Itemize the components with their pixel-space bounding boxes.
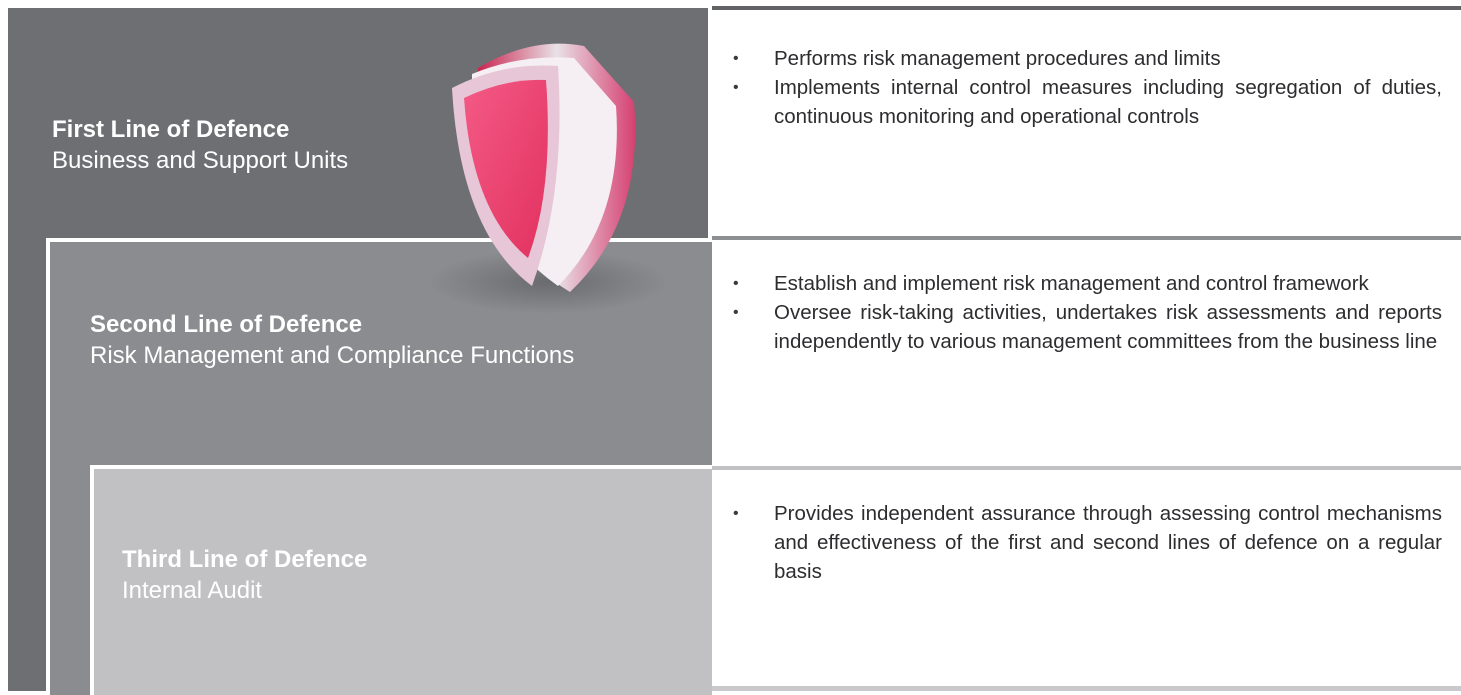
third-line-bullets: Provides independent assurance through a… bbox=[730, 499, 1442, 586]
bottom-divider bbox=[712, 686, 1461, 691]
first-line-title: First Line of Defence bbox=[52, 116, 290, 143]
third-line-divider bbox=[712, 466, 1461, 470]
shield-icon bbox=[428, 43, 668, 314]
bullet-item: Implements internal control measures inc… bbox=[730, 73, 1442, 131]
first-line-divider bbox=[712, 6, 1461, 10]
second-line-divider bbox=[712, 236, 1461, 240]
second-line-bullets: Establish and implement risk management … bbox=[730, 269, 1442, 356]
third-line-block bbox=[90, 465, 712, 695]
first-line-label: First Line of Defence Business and Suppo… bbox=[52, 114, 348, 176]
second-line-title: Second Line of Defence bbox=[90, 311, 363, 338]
bullet-item: Provides independent assurance through a… bbox=[730, 499, 1442, 586]
second-line-label: Second Line of Defence Risk Management a… bbox=[90, 309, 574, 371]
third-line-label: Third Line of Defence Internal Audit bbox=[122, 544, 367, 606]
bullet-item: Performs risk management procedures and … bbox=[730, 44, 1442, 73]
second-line-subtitle: Risk Management and Compliance Functions bbox=[90, 342, 575, 369]
first-line-bullets: Performs risk management procedures and … bbox=[730, 44, 1442, 131]
third-line-title: Third Line of Defence bbox=[122, 546, 368, 573]
bullet-item: Establish and implement risk management … bbox=[730, 269, 1442, 298]
third-line-subtitle: Internal Audit bbox=[122, 577, 263, 604]
first-line-subtitle: Business and Support Units bbox=[52, 147, 349, 174]
bullet-item: Oversee risk-taking activities, undertak… bbox=[730, 298, 1442, 356]
